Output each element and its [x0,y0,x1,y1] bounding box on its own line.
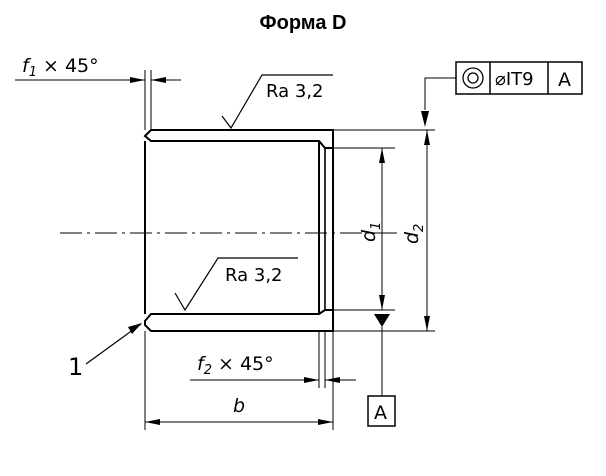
dim-b: b [144,331,334,430]
concentricity-icon [462,67,484,89]
dim-d1-label: d1 [358,222,384,242]
tolerance-datum: A [558,69,571,91]
bottom-wall-section [144,309,334,332]
roughness-outer-label: Ra 3,2 [266,81,324,102]
roughness-inner-label: Ra 3,2 [225,265,283,286]
roughness-inner-symbol: Ra 3,2 [174,257,298,312]
roughness-outer-symbol: Ra 3,2 [221,74,333,130]
form-title: Форма D [259,12,347,34]
chamfer-top-label: f1× 45° [22,55,99,80]
chamfer-top-dimension: f1× 45° [15,55,181,130]
callout-number: 1 [68,353,83,381]
bore-outline [144,130,334,331]
datum-box [367,395,396,427]
datum-feature: A [367,314,396,427]
dim-b-label: b [233,395,245,417]
dim-d2-label: d2 [401,224,427,244]
dim-d1: d1 [333,147,395,311]
feature-control-frame: ⌀IT9 A [421,61,583,127]
chamfer-bottom-label: f2× 45° [197,353,274,378]
callout-leader: 1 [68,323,142,381]
tolerance-value: ⌀IT9 [495,69,534,90]
chamfer-bottom-dimension: f2× 45° [190,331,356,388]
datum-label: A [374,402,387,424]
dim-d2: d2 [333,129,435,332]
top-wall-section [143,129,334,149]
